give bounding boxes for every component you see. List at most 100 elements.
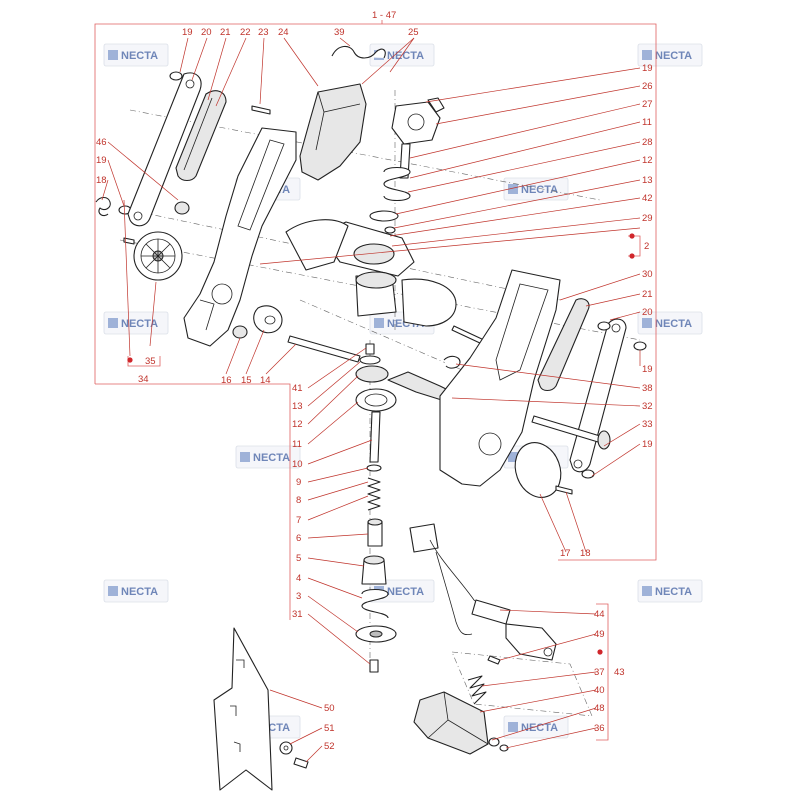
ref-dot-43 [597, 649, 603, 655]
label-37: 37 [594, 667, 605, 678]
necta-watermark: NECTA [503, 177, 569, 201]
label-22: 22 [240, 27, 251, 38]
holder-48 [413, 691, 489, 755]
funnel-wing [285, 219, 349, 271]
label-23: 23 [258, 27, 269, 38]
washer-9 [366, 464, 382, 472]
label-49: 49 [594, 629, 605, 640]
label-38: 38 [642, 383, 653, 394]
label-44: 44 [594, 609, 605, 620]
label-31: 31 [292, 609, 303, 620]
label-25: 25 [408, 27, 419, 38]
label-39: 39 [334, 27, 345, 38]
leader-lines [101, 37, 641, 763]
disc-12 [355, 365, 389, 383]
label-46: 46 [96, 137, 107, 148]
washer-13 [359, 355, 381, 365]
clip-19-top-left [169, 71, 183, 81]
label-12: 12 [642, 155, 653, 166]
screw-23 [251, 105, 271, 115]
assembly-frame-1-47 [94, 23, 657, 620]
necta-watermark: NECTA [103, 311, 169, 335]
label-20: 20 [201, 27, 212, 38]
screw-31 [369, 659, 379, 673]
necta-watermark-text: NECTA [521, 184, 558, 196]
washer-13-top [384, 226, 396, 234]
label-19: 19 [96, 155, 107, 166]
spring-4 [361, 588, 389, 619]
ref-dot-2a [629, 233, 635, 239]
connector-44 [409, 523, 439, 553]
cable-44 [429, 539, 491, 615]
label-40: 40 [594, 685, 605, 696]
necta-watermark-text: NECTA [655, 586, 692, 598]
reference-dots [127, 233, 635, 655]
label-32: 32 [642, 401, 653, 412]
clip-36 [488, 737, 500, 747]
cover-plate-50 [213, 627, 273, 791]
spring-40 [467, 675, 487, 705]
label-19: 19 [642, 364, 653, 375]
funnel-bell [401, 278, 457, 327]
shaft-10 [369, 411, 381, 463]
part-labels: 1 - 47 19 20 21 22 23 24 39 25 19 26 27 … [96, 10, 653, 752]
lever-21-right [569, 318, 627, 473]
label-10: 10 [292, 459, 303, 470]
disc-17 [514, 442, 562, 498]
coupling-26 [391, 101, 441, 145]
label-21: 21 [642, 289, 653, 300]
label-30: 30 [642, 269, 653, 280]
necta-watermark-text: NECTA [121, 50, 158, 62]
label-36: 36 [594, 723, 605, 734]
pin-14 [287, 335, 361, 363]
necta-watermark-text: NECTA [121, 318, 158, 330]
ref-dot-34 [127, 357, 133, 363]
screw-18-right [555, 485, 573, 495]
screw-funnel [451, 325, 485, 345]
necta-watermark: NECTA [637, 579, 703, 603]
bracket-2 [628, 235, 641, 257]
label-35: 35 [145, 356, 156, 367]
clip-19-right-low [581, 469, 595, 479]
bush-16 [232, 325, 248, 339]
label-7: 7 [296, 515, 301, 526]
label-11: 11 [642, 117, 652, 128]
label-27: 27 [642, 99, 653, 110]
label-16: 16 [221, 375, 232, 386]
label-51: 51 [324, 723, 335, 734]
hopper-24 [299, 83, 367, 181]
label-26: 26 [642, 81, 653, 92]
label-24: 24 [278, 27, 289, 38]
label-28: 28 [642, 137, 653, 148]
necta-watermark-text: NECTA [387, 586, 424, 598]
label-13: 13 [292, 401, 303, 412]
label-34: 34 [138, 374, 149, 385]
label-18: 18 [580, 548, 591, 559]
parts-center-top [285, 45, 485, 345]
label-48: 48 [594, 703, 605, 714]
label-group-1-47: 1 - 47 [372, 10, 396, 21]
label-50: 50 [324, 703, 335, 714]
parts-bottom [213, 523, 593, 791]
necta-watermark-text: NECTA [521, 722, 558, 734]
label-19: 19 [182, 27, 193, 38]
label-6: 6 [296, 533, 301, 544]
necta-watermark-text: NECTA [121, 586, 158, 598]
label-9: 9 [296, 477, 301, 488]
necta-watermark: NECTA [637, 311, 703, 335]
label-21: 21 [220, 27, 231, 38]
necta-watermark: NECTA [103, 579, 169, 603]
lever-30 [537, 298, 590, 392]
screw-52 [293, 757, 309, 769]
label-18: 18 [96, 175, 107, 186]
necta-watermark: NECTA [235, 445, 301, 469]
label-12: 12 [292, 419, 303, 430]
label-5: 5 [296, 553, 301, 564]
label-14: 14 [260, 375, 271, 386]
clip-38 [443, 355, 461, 369]
clip-19-right [597, 321, 611, 331]
spring-18-left [95, 196, 111, 217]
label-29: 29 [642, 213, 653, 224]
label-19: 19 [642, 439, 653, 450]
